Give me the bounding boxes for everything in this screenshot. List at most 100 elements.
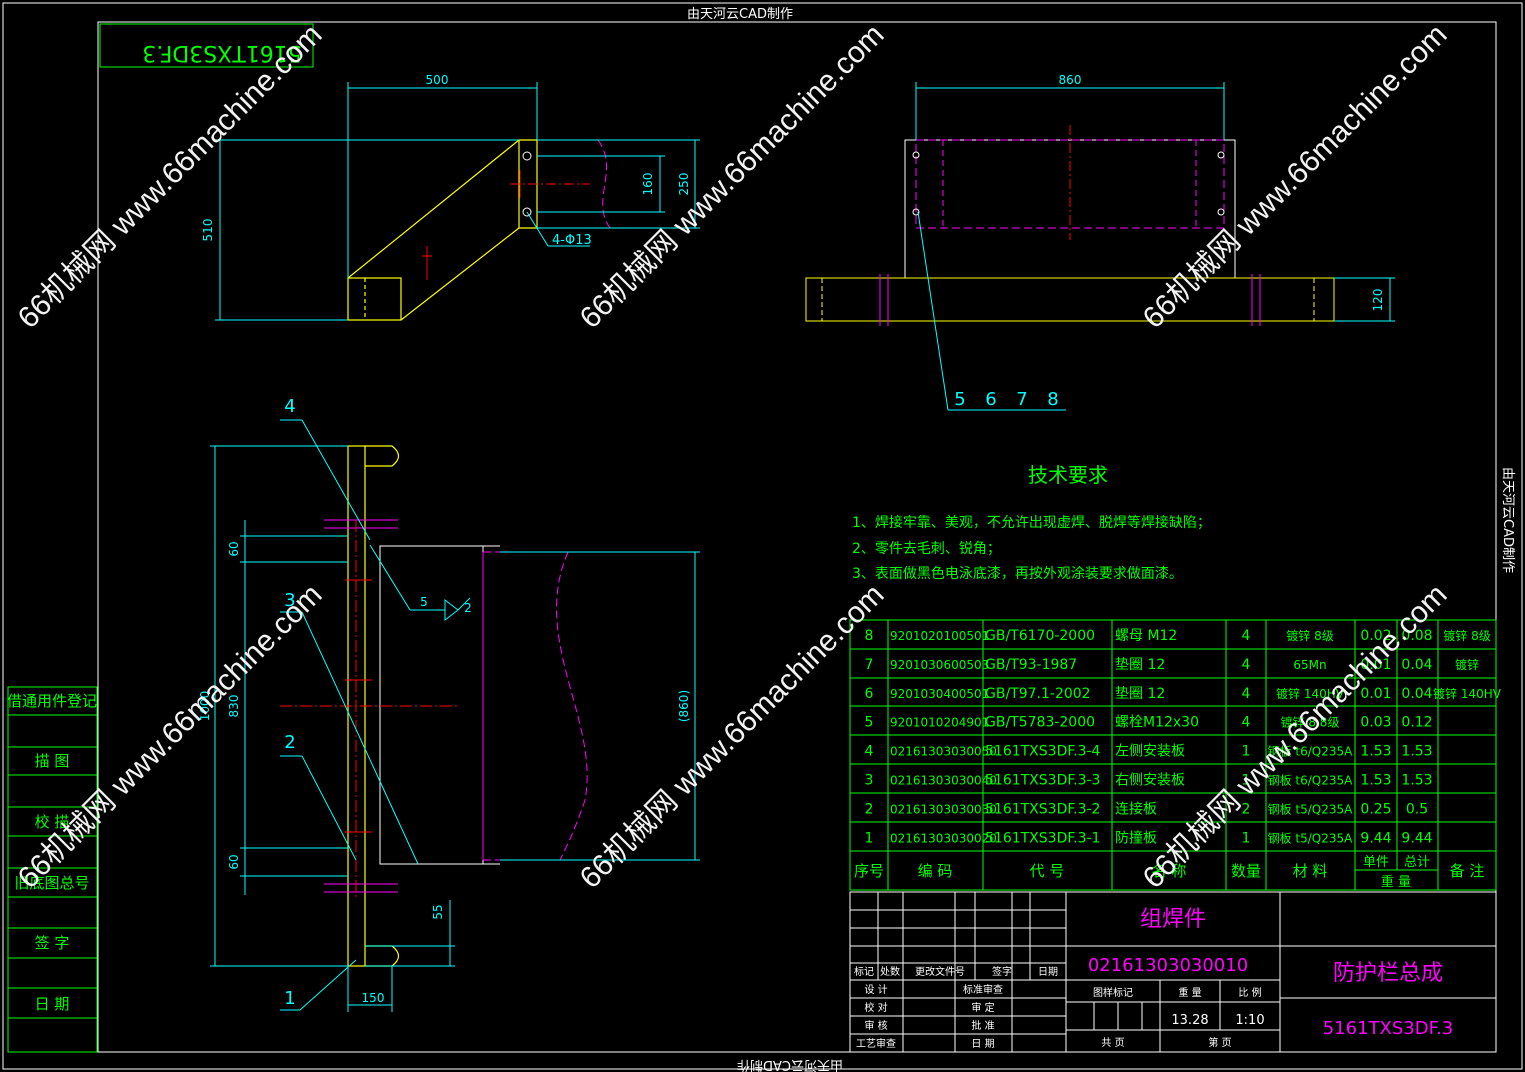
bom-cell: 镀锌 8级 — [1443, 629, 1490, 643]
side-dim-160: 160 — [641, 173, 655, 196]
bom-cell: 1.53 — [1401, 744, 1432, 760]
tb-label-change: 更改文件号 — [915, 965, 965, 978]
bom-cell: 8 — [865, 628, 874, 644]
bom-cell: 镀锌 140HV — [1276, 687, 1345, 701]
side-dim-250: 250 — [677, 173, 691, 196]
side-view: 500 510 160 250 4-Φ13 — [201, 73, 700, 321]
title-block-values: 组焊件 02161303030010 防护栏总成 5161TXS3DF.3 13… — [1088, 907, 1453, 1039]
watermark-4: 66机械网 www.66machine.com — [12, 578, 329, 895]
weld-symbol-5: 5 — [420, 595, 428, 609]
strip-label-5: 签 字 — [35, 934, 70, 952]
balloon-6: 6 — [985, 389, 996, 410]
drawing-no-stamp: 5161TXS3DF.3 — [99, 23, 314, 68]
bom-cell: 5161TXS3DF.3-4 — [985, 744, 1101, 760]
bom-cell: 1.53 — [1360, 744, 1391, 760]
bom-cell: 0.04 — [1401, 686, 1432, 702]
front-dim-60-bottom: 60 — [227, 854, 241, 869]
side-text: 由天河云CAD制作 — [1500, 467, 1515, 573]
front-dim-55: 55 — [431, 904, 445, 919]
bom-header-code: 编 码 — [918, 862, 953, 880]
hole-note: 4-Φ13 — [552, 233, 592, 248]
tb-label-sheets: 共 页 — [1101, 1037, 1124, 1049]
bom-cell: 9201010204901 — [890, 716, 989, 730]
bom-cell: 镀锌 8.8级 — [1281, 716, 1340, 730]
watermark-6: 66机械网 www.66machine.com — [1137, 578, 1454, 895]
tb-label-weight: 重 量 — [1178, 986, 1201, 999]
bom-cell: 9.44 — [1360, 830, 1391, 846]
stamp-text: 5161TXS3DF.3 — [142, 40, 302, 65]
bom-cell: 防撞板 — [1115, 830, 1157, 846]
bom-cell: 0.5 — [1406, 801, 1428, 817]
top-dim-860: 860 — [1059, 73, 1082, 87]
bom-cell: 2 — [1242, 801, 1251, 817]
bom-header-total: 总计 — [1404, 855, 1430, 870]
bom-cell: 1 — [1242, 773, 1251, 789]
bom-cell: 0.01 — [1360, 657, 1391, 673]
balloon-3: 3 — [284, 590, 295, 611]
strip-label-3: 校 描 — [35, 813, 70, 831]
strip-label-4: 旧底图总号 — [14, 874, 89, 892]
tb-label-count: 处数 — [880, 965, 900, 978]
bom-cell: 7 — [865, 657, 874, 673]
bom-cell: 镀锌 8级 — [1286, 629, 1333, 643]
front-dim-150: 150 — [362, 991, 385, 1005]
front-dim-830: 830 — [227, 695, 241, 718]
bom-cell: 镀锌 — [1455, 658, 1479, 672]
requirements-title: 技术要求 — [1028, 463, 1108, 487]
tb-label-mark: 标记 — [854, 966, 874, 978]
bom-cell: 镀锌 140HV — [1433, 687, 1502, 701]
bom-header-seq: 序号 — [854, 862, 884, 880]
bom-cell: 左侧安装板 — [1115, 744, 1185, 760]
bom-cell: 02161303030040 — [890, 774, 997, 788]
bom-cell: 垫圈 12 — [1115, 686, 1165, 702]
header-text: 由天河云CAD制作 — [687, 7, 793, 22]
bom-cell: 5161TXS3DF.3-2 — [985, 801, 1100, 817]
bom-cell: 4 — [1242, 628, 1251, 644]
bom-header-part: 代 号 — [1030, 862, 1065, 880]
bom-cell: 0.02 — [1360, 628, 1391, 644]
balloon-7: 7 — [1016, 389, 1027, 410]
footer-text: 由天河云CAD制作 — [737, 1057, 843, 1072]
bom-cell: 钢板 t6/Q235A — [1268, 774, 1354, 788]
tb-label-approve: 批 准 — [971, 1019, 994, 1032]
side-dim-500: 500 — [426, 73, 449, 87]
bom-cell: GB/T97.1-2002 — [985, 686, 1091, 702]
front-dim-60-top: 60 — [227, 541, 241, 556]
top-view: 860 120 5 6 7 8 — [805, 73, 1395, 411]
bom-cell: GB/T93-1987 — [985, 657, 1077, 673]
tb-label-process: 工艺审查 — [856, 1037, 896, 1050]
left-strip — [7, 686, 98, 1053]
bom-cell: 4 — [1242, 686, 1251, 702]
balloon-1: 1 — [284, 988, 295, 1009]
bom-cell: 02161303030030 — [890, 802, 997, 816]
bom-cell: 65Mn — [1293, 658, 1326, 672]
bom-cell: 1.53 — [1401, 773, 1432, 789]
bom-cell: 螺栓M12x30 — [1115, 715, 1199, 731]
bom-cell: 连接板 — [1115, 800, 1157, 817]
bom-cell: 9201030600503 — [890, 658, 989, 672]
bom-cell: 5 — [865, 715, 874, 731]
tb-label-design: 设 计 — [864, 983, 887, 996]
bom-header-qty: 数量 — [1231, 862, 1261, 880]
tb-label-check: 校 对 — [864, 1001, 887, 1014]
bom-cell: 1 — [1242, 830, 1251, 846]
bom-cell: 9201030400501 — [890, 687, 989, 701]
balloon-2: 2 — [284, 732, 295, 753]
bom-cell: 2 — [865, 801, 874, 817]
title-block-labels: 标记 处数 更改文件号 签字 日期 设 计 校 对 审 核 工艺审查 标准审查 … — [854, 965, 1262, 1050]
front-dim-860: (860) — [677, 690, 691, 722]
bom-cell: 02161303030020 — [890, 831, 997, 845]
tb-name: 防护栏总成 — [1333, 961, 1443, 986]
requirement-2: 2、零件去毛刺、锐角； — [852, 541, 1001, 557]
watermark-3: 66机械网 www.66machine.com — [1137, 18, 1454, 335]
bom-cell: 0.01 — [1360, 686, 1391, 702]
tb-label-date: 日期 — [1038, 966, 1058, 978]
strip-label-1: 借通用件登记 — [7, 692, 97, 710]
bom-table — [849, 619, 1497, 891]
bom-cell: 0.12 — [1401, 715, 1432, 731]
tb-label-review: 审 核 — [864, 1019, 887, 1032]
strip-label-6: 日 期 — [35, 995, 70, 1013]
